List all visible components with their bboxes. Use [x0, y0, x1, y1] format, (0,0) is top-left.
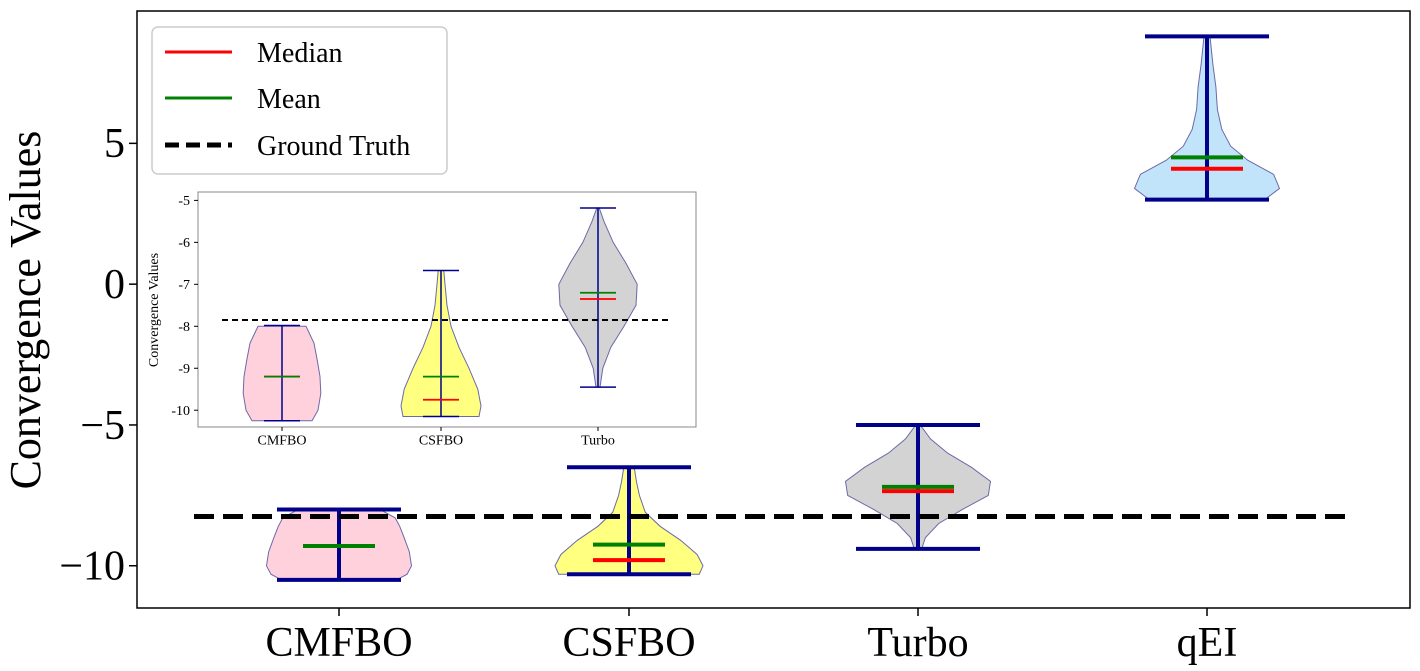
- inset-y-tick-label: -5: [178, 194, 190, 209]
- legend: Median Mean Ground Truth: [151, 26, 448, 175]
- main-y-tick-label: −10: [59, 544, 125, 590]
- main-violins: [265, 34, 1281, 582]
- inset-x-tick-label-turbo: Turbo: [581, 433, 615, 448]
- legend-ground-truth-label: Ground Truth: [257, 131, 410, 162]
- main-violin-cmfbo: [265, 507, 413, 582]
- main-x-tick-label-qei: qEI: [1177, 620, 1238, 666]
- inset-x-tick-label-cmfbo: CMFBO: [257, 433, 306, 448]
- inset-y-tick-label: -6: [178, 236, 190, 251]
- main-y-axis: −10 −5 0 5: [59, 121, 137, 590]
- legend-median-label: Median: [257, 38, 343, 69]
- main-x-tick-label-turbo: Turbo: [867, 620, 968, 666]
- inset-y-axis-label: Convergence Values: [147, 253, 162, 367]
- main-y-tick-label: −5: [80, 403, 125, 449]
- legend-mean-label: Mean: [257, 84, 321, 115]
- inset-plot: -10 -9 -8 -7 -6 -5 CMFBO CSFBO Turbo Convergenc…: [147, 191, 697, 448]
- main-plot-frame: [136, 10, 1411, 609]
- main-violin-qei: [1133, 34, 1281, 202]
- inset-y-tick-label: -7: [178, 278, 190, 293]
- main-violin-turbo: [844, 422, 992, 551]
- inset-violin-csfbo: [400, 269, 482, 418]
- main-y-tick-label: 0: [104, 262, 125, 308]
- main-y-tick-label: 5: [104, 121, 125, 167]
- main-x-tick-label-csfbo: CSFBO: [562, 620, 695, 666]
- inset-x-axis: CMFBO CSFBO Turbo: [257, 427, 615, 448]
- legend-box: [151, 26, 448, 175]
- main-x-tick-label-cmfbo: CMFBO: [265, 620, 412, 666]
- main-y-axis-label: Convergence Values: [1, 131, 50, 490]
- inset-y-tick-label: -10: [171, 404, 190, 419]
- inset-y-axis: -10 -9 -8 -7 -6 -5: [171, 194, 198, 419]
- inset-violins: [242, 207, 638, 422]
- inset-x-tick-label-csfbo: CSFBO: [419, 433, 463, 448]
- inset-y-tick-label: -8: [178, 320, 190, 335]
- inset-violin-cmfbo: [242, 324, 322, 422]
- main-x-axis: CMFBO CSFBO Turbo qEI: [265, 608, 1237, 666]
- main-violin-csfbo: [554, 465, 704, 577]
- inset-y-tick-label: -9: [178, 362, 190, 377]
